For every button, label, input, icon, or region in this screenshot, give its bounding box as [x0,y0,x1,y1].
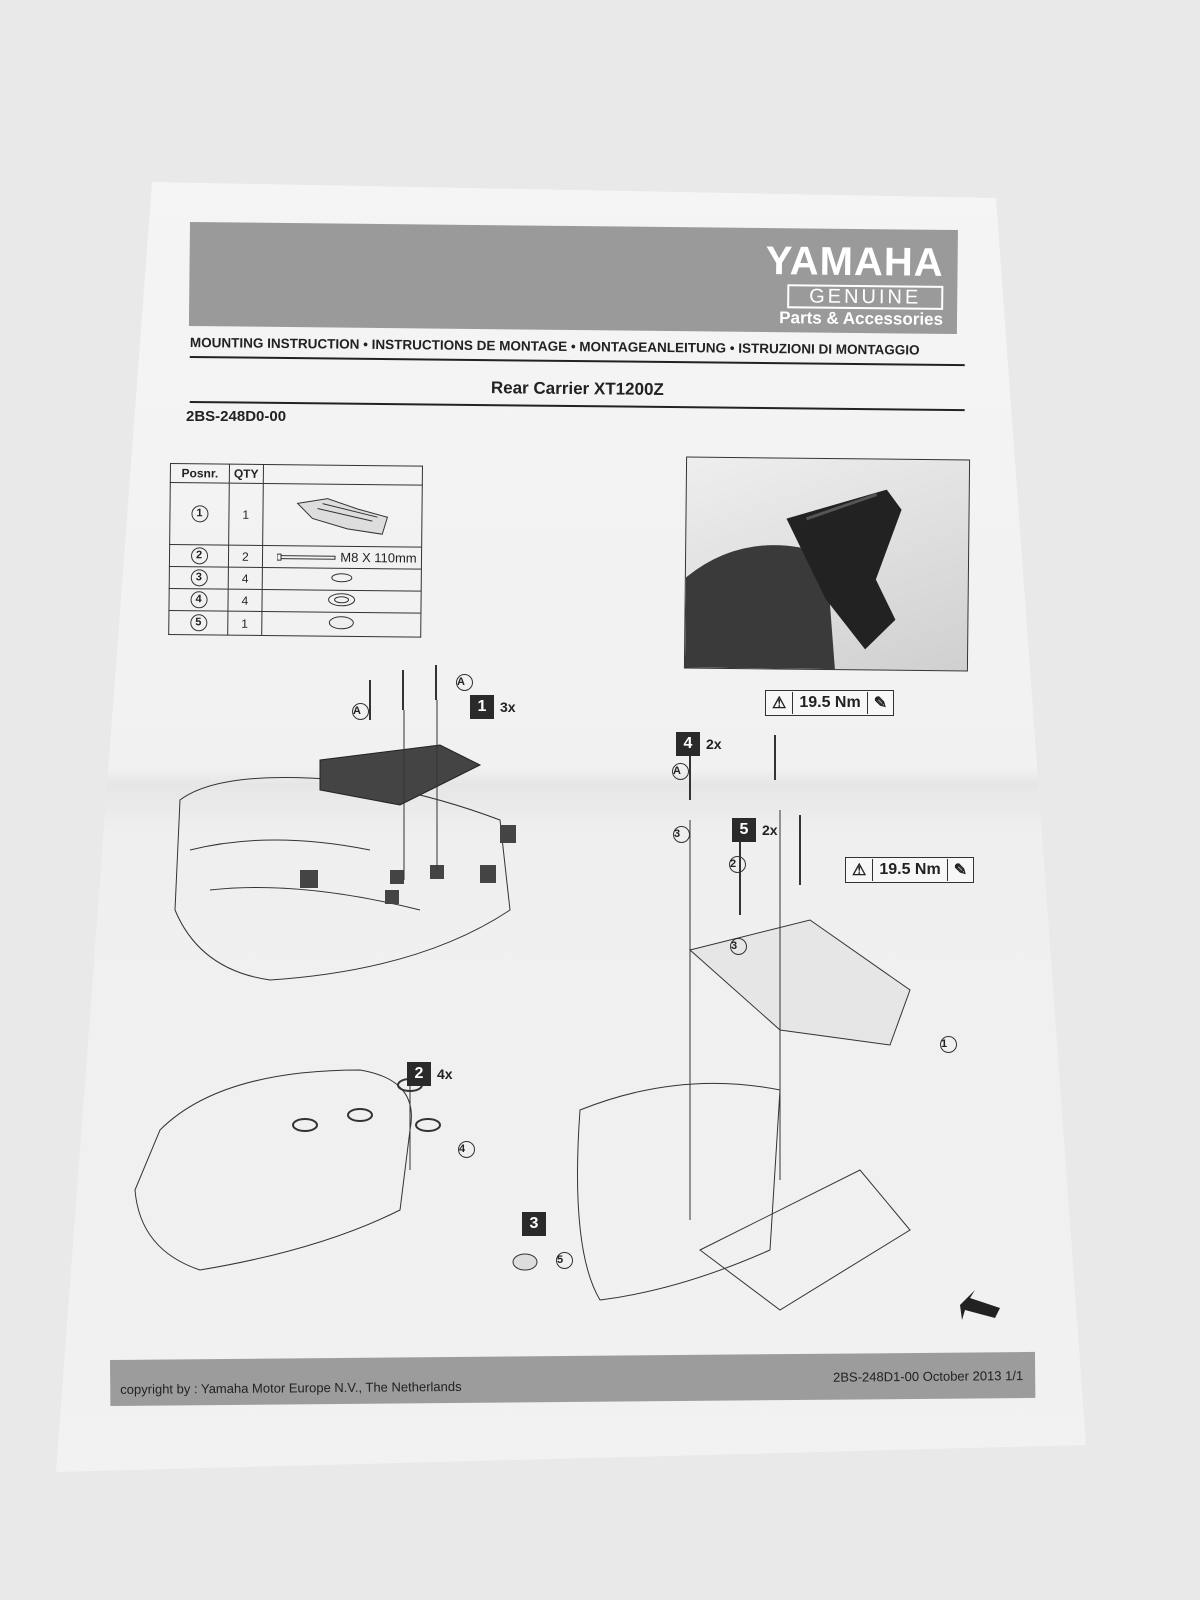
grommet-icon [261,589,421,614]
copyright-text: copyright by : Yamaha Motor Europe N.V.,… [120,1378,462,1397]
torque-wrench-icon: ✎ [873,695,888,712]
torque-wrench-icon: ✎ [953,862,968,879]
parts-table: Posnr. QTY 1 1 2 2 M8 X 110mm 3 4 4 4 5 … [168,463,423,638]
warning-icon: ⚠ [852,862,867,879]
cap-icon [261,611,421,638]
assembly-diagram [134,665,1000,1320]
table-row: 2 2 M8 X 110mm [169,544,422,570]
callout-a: A [456,674,473,691]
callout-3: 3 [673,826,690,843]
callout-1: 1 [940,1036,957,1053]
installed-carrier-photo [683,456,971,672]
table-row: 5 1 [168,610,421,638]
bolt-icon [276,553,336,561]
table-row: 4 4 [168,588,421,614]
callout-a: A [672,763,689,780]
part-number: 2BS-248D0-00 [186,408,287,425]
yamaha-logo: YAMAHA GENUINE Parts & Accessories [765,239,944,329]
step-3-label: 3 [522,1212,552,1236]
old-plate-icon [319,744,482,806]
header-posnr: Posnr. [170,463,230,484]
callout-a: A [352,703,369,720]
table-row: 1 1 [169,482,422,548]
torque-spec-2: ⚠19.5 Nm✎ [845,857,975,883]
callout-2: 2 [729,856,746,873]
table-row: 3 4 [169,566,422,592]
document-reference: 2BS-248D1-00 October 2013 1/1 [833,1368,1024,1385]
callout-4: 4 [458,1141,475,1158]
torque-spec-1: ⚠19.5 Nm✎ [765,690,895,716]
footer-bar: copyright by : Yamaha Motor Europe N.V.,… [110,1351,1036,1406]
warning-icon: ⚠ [772,695,787,712]
header-qty: QTY [229,464,264,484]
callout-3: 3 [730,938,747,955]
callout-5: 5 [556,1252,573,1269]
header-banner: YAMAHA GENUINE Parts & Accessories [188,222,958,335]
header-image [262,464,423,486]
washer-icon [261,567,422,592]
carrier-part-icon [688,919,911,1046]
carrier-icon [262,483,422,548]
